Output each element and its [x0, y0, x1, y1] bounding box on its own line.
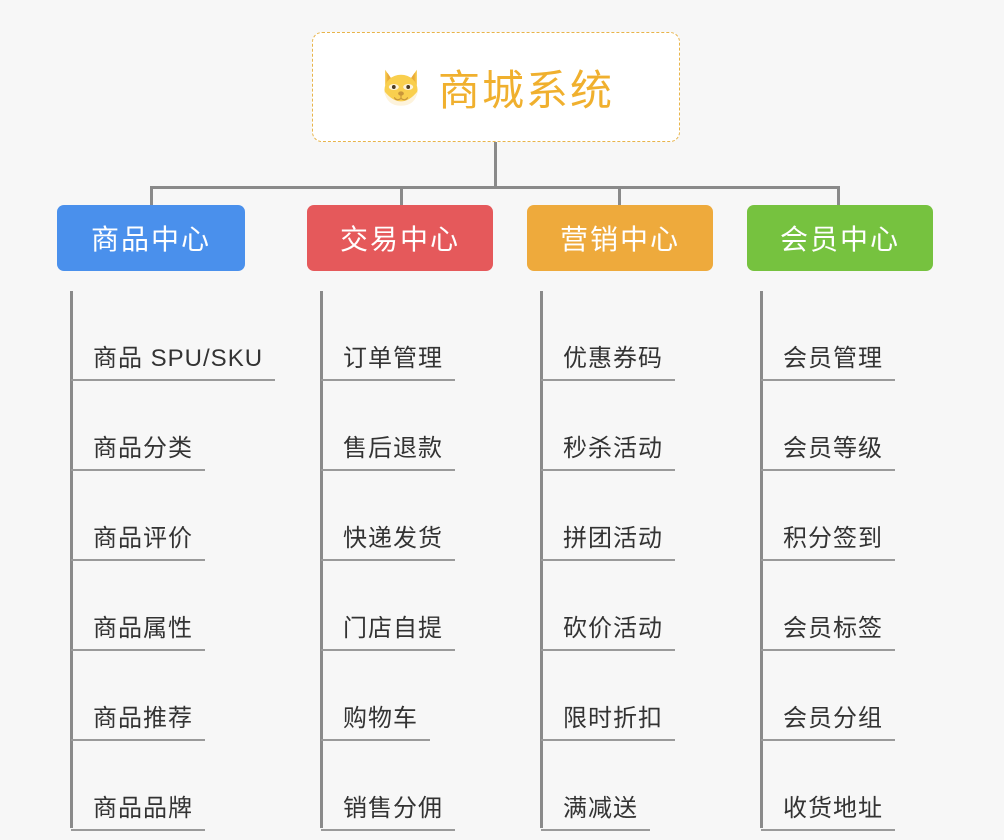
branch-column-member-center: 会员中心 会员管理 会员等级 积分签到 会员标签 会员分组 收货地址 [747, 205, 933, 831]
list-item[interactable]: 会员管理 [761, 291, 933, 381]
leaf-label: 商品 SPU/SKU [71, 338, 276, 381]
list-item[interactable]: 会员等级 [761, 381, 933, 471]
leaf-label: 积分签到 [761, 518, 895, 561]
list-item[interactable]: 拼团活动 [541, 471, 713, 561]
list-item[interactable]: 购物车 [321, 651, 493, 741]
root-node-shop-system[interactable]: 商城系统 [312, 32, 680, 142]
leaf-label: 快递发货 [321, 518, 455, 561]
leaf-label: 销售分佣 [321, 788, 455, 831]
leaf-label: 拼团活动 [541, 518, 675, 561]
leaf-label: 会员标签 [761, 608, 895, 651]
leaf-label: 售后退款 [321, 428, 455, 471]
list-item[interactable]: 优惠券码 [541, 291, 713, 381]
branch-column-transaction-center: 交易中心 订单管理 售后退款 快递发货 门店自提 购物车 销售分佣 [307, 205, 493, 831]
list-item[interactable]: 积分签到 [761, 471, 933, 561]
connector-drop-1 [150, 186, 153, 208]
list-item[interactable]: 订单管理 [321, 291, 493, 381]
list-item[interactable]: 商品推荐 [71, 651, 245, 741]
connector-drop-3 [618, 186, 621, 208]
leaf-label: 购物车 [321, 698, 430, 741]
root-title: 商城系统 [437, 66, 614, 114]
leaf-label: 会员等级 [761, 428, 895, 471]
branch-column-product-center: 商品中心 商品 SPU/SKU 商品分类 商品评价 商品属性 商品推荐 商品品牌 [57, 205, 276, 831]
list-item[interactable]: 快递发货 [321, 471, 493, 561]
branch-column-marketing-center: 营销中心 优惠券码 秒杀活动 拼团活动 砍价活动 限时折扣 满减送 [527, 205, 713, 831]
leaf-label: 满减送 [541, 788, 650, 831]
leaf-label: 商品品牌 [71, 788, 205, 831]
leaf-label: 收货地址 [761, 788, 895, 831]
branch-header-transaction-center[interactable]: 交易中心 [307, 205, 493, 271]
list-item[interactable]: 砍价活动 [541, 561, 713, 651]
list-item[interactable]: 商品属性 [71, 561, 245, 651]
connector-root-stem [494, 142, 497, 189]
list-item[interactable]: 限时折扣 [541, 651, 713, 741]
list-item[interactable]: 商品品牌 [71, 741, 245, 831]
leaf-list-transaction-center: 订单管理 售后退款 快递发货 门店自提 购物车 销售分佣 [307, 291, 493, 831]
leaf-label: 门店自提 [321, 608, 455, 651]
list-item[interactable]: 销售分佣 [321, 741, 493, 831]
dog-face-icon [378, 64, 424, 110]
list-item[interactable]: 商品分类 [71, 381, 245, 471]
leaf-label: 商品推荐 [71, 698, 205, 741]
leaf-label: 商品评价 [71, 518, 205, 561]
leaf-list-member-center: 会员管理 会员等级 积分签到 会员标签 会员分组 收货地址 [747, 291, 933, 831]
branch-header-product-center[interactable]: 商品中心 [57, 205, 245, 271]
list-item[interactable]: 商品 SPU/SKU [71, 291, 276, 381]
leaf-label: 优惠券码 [541, 338, 675, 381]
leaf-label: 商品属性 [71, 608, 205, 651]
list-item[interactable]: 收货地址 [761, 741, 933, 831]
connector-horizontal-bus [150, 186, 840, 189]
leaf-list-product-center: 商品 SPU/SKU 商品分类 商品评价 商品属性 商品推荐 商品品牌 [57, 291, 276, 831]
leaf-label: 限时折扣 [541, 698, 675, 741]
connector-drop-2 [400, 186, 403, 208]
leaf-label: 商品分类 [71, 428, 205, 471]
connector-drop-4 [837, 186, 840, 208]
leaf-label: 砍价活动 [541, 608, 675, 651]
list-item[interactable]: 满减送 [541, 741, 713, 831]
list-item[interactable]: 门店自提 [321, 561, 493, 651]
branch-header-member-center[interactable]: 会员中心 [747, 205, 933, 271]
branch-header-marketing-center[interactable]: 营销中心 [527, 205, 713, 271]
list-item[interactable]: 会员分组 [761, 651, 933, 741]
leaf-label: 会员分组 [761, 698, 895, 741]
leaf-label: 会员管理 [761, 338, 895, 381]
leaf-label: 订单管理 [321, 338, 455, 381]
list-item[interactable]: 会员标签 [761, 561, 933, 651]
list-item[interactable]: 秒杀活动 [541, 381, 713, 471]
list-item[interactable]: 售后退款 [321, 381, 493, 471]
leaf-list-marketing-center: 优惠券码 秒杀活动 拼团活动 砍价活动 限时折扣 满减送 [527, 291, 713, 831]
list-item[interactable]: 商品评价 [71, 471, 245, 561]
leaf-label: 秒杀活动 [541, 428, 675, 471]
